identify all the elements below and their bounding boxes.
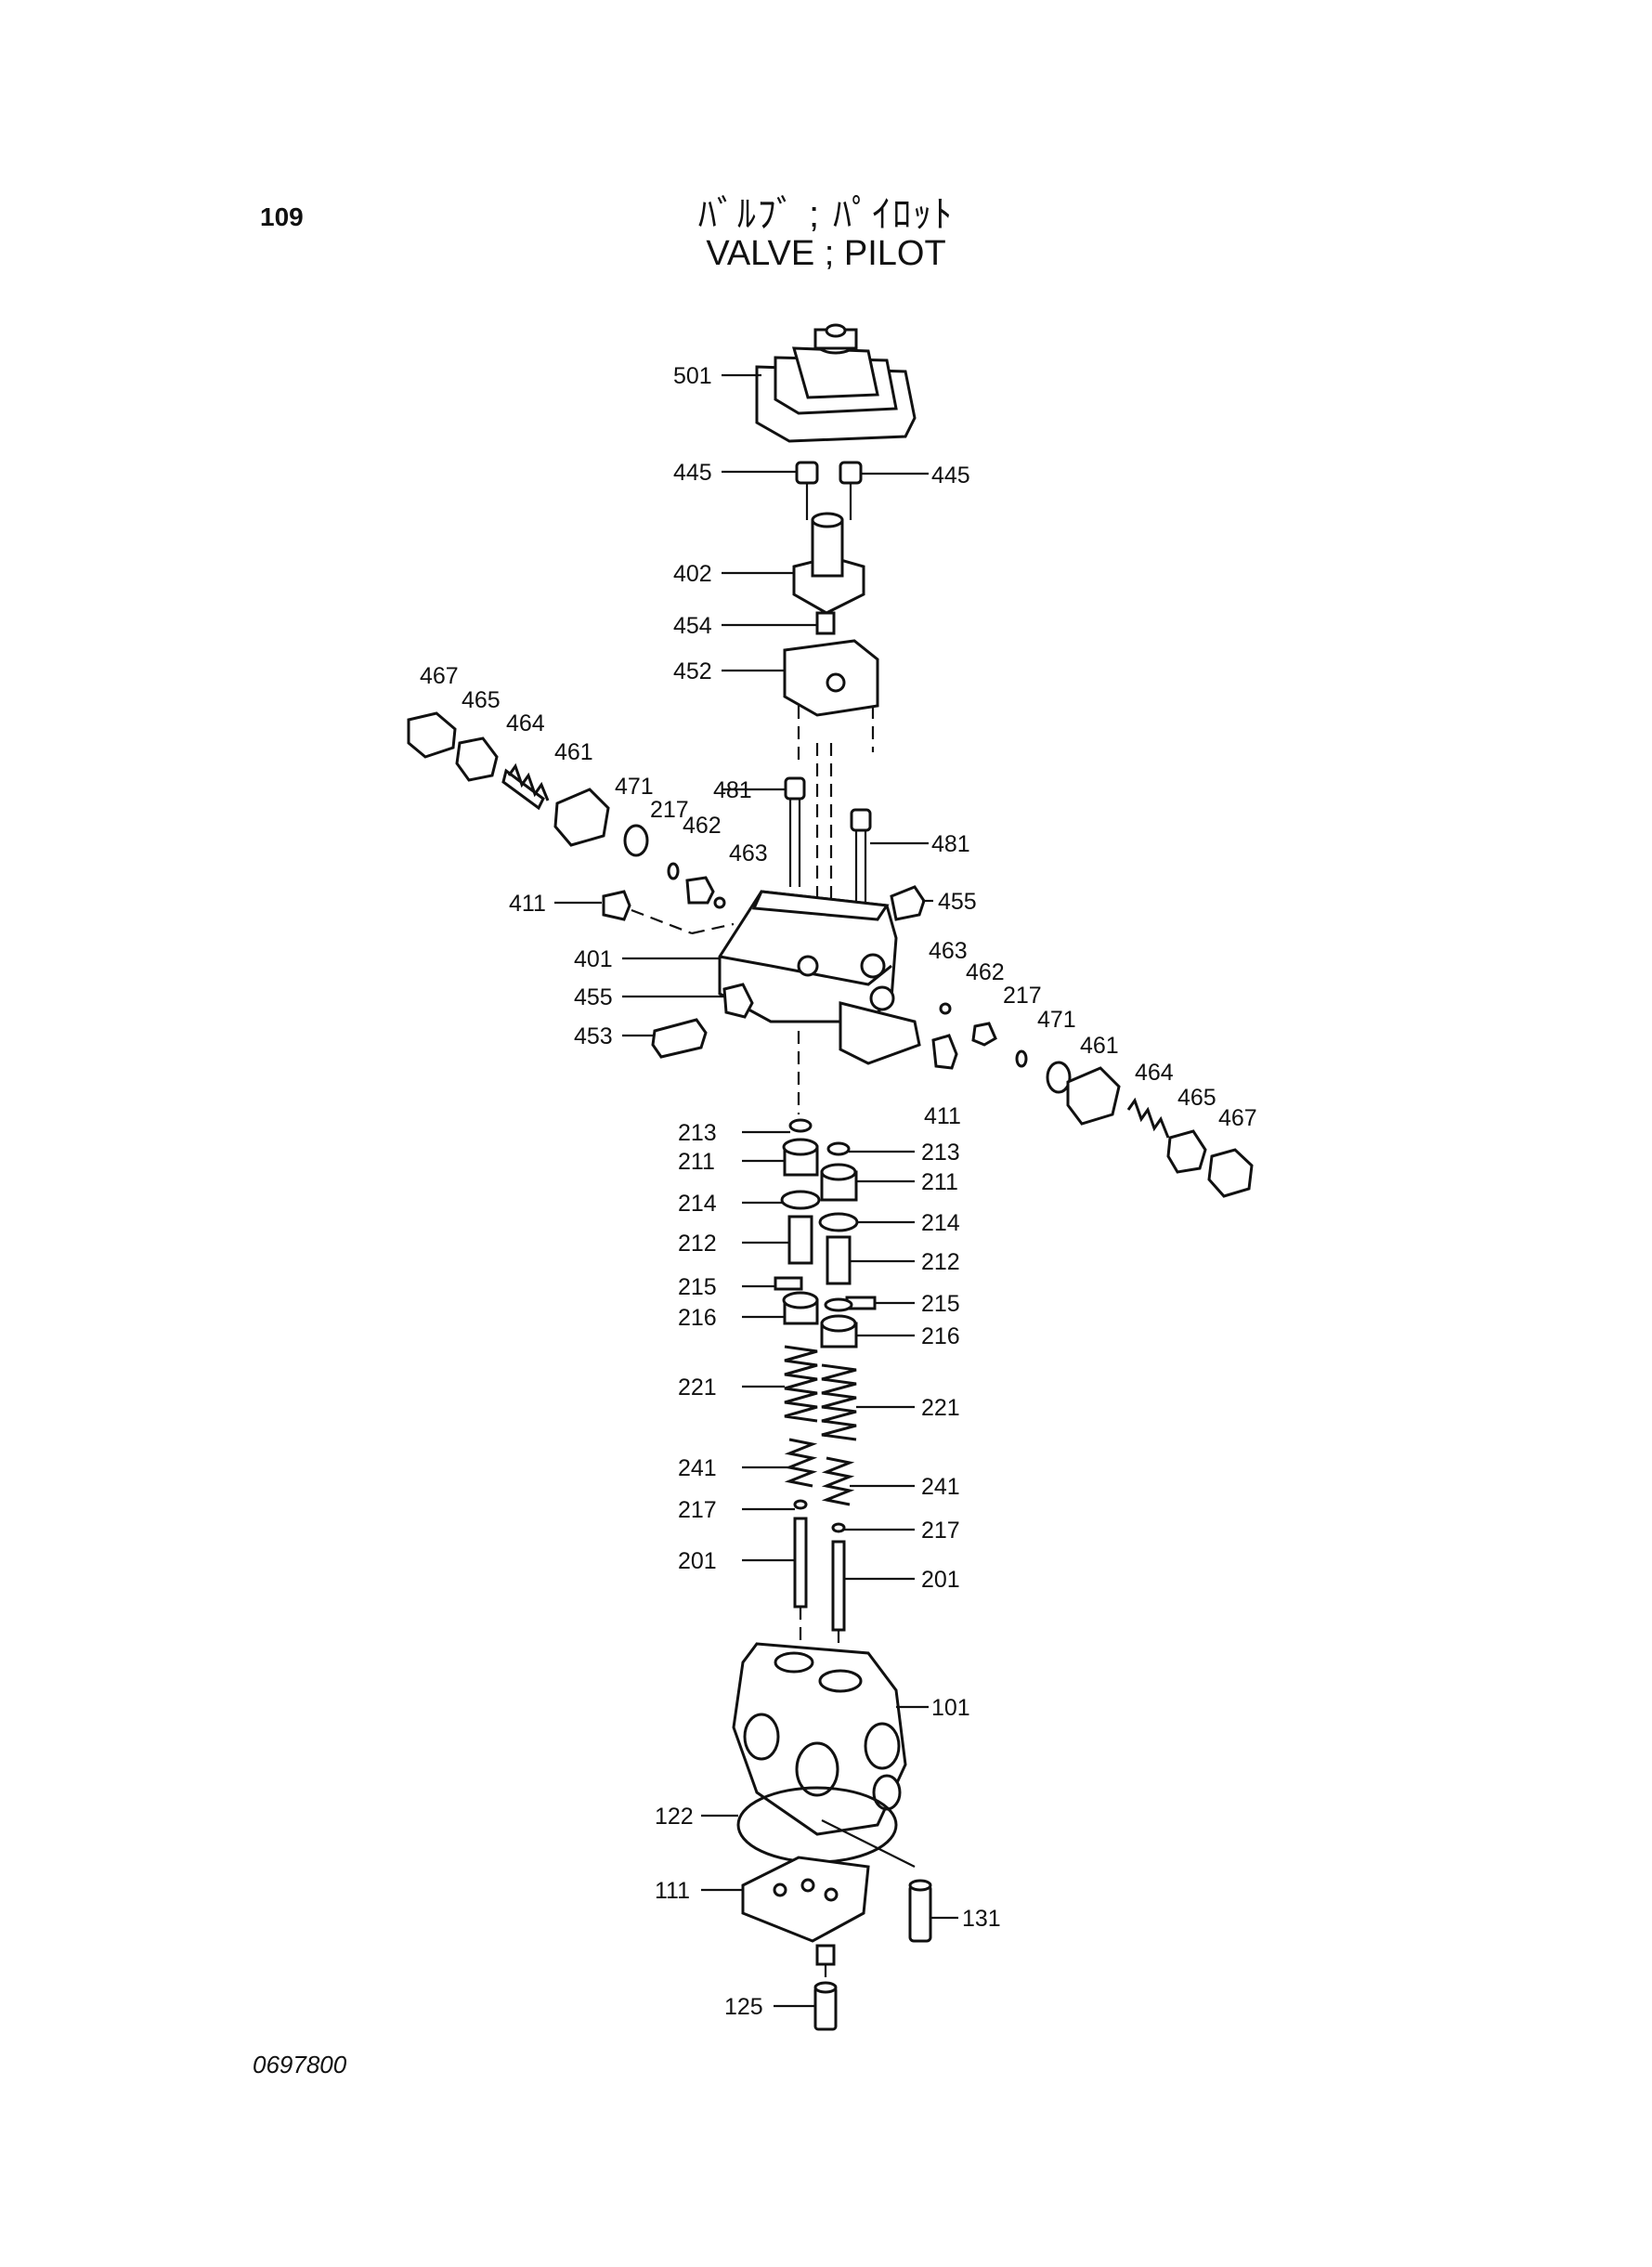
document-code: 0697800	[253, 2051, 347, 2078]
callout-465-left: 465	[462, 687, 501, 713]
callout-462-left: 462	[683, 813, 722, 839]
callout-215-left: 215	[678, 1274, 717, 1300]
part-screws-445	[795, 461, 863, 520]
leader-lines	[554, 373, 958, 2008]
part-body-101	[732, 1642, 907, 1836]
callout-463-right: 463	[929, 938, 968, 964]
part-dust-boot	[755, 323, 917, 443]
callout-217-left: 217	[650, 797, 689, 823]
part-plate-402	[792, 512, 865, 615]
callout-221-left: 221	[678, 1375, 717, 1401]
callout-453: 453	[574, 1023, 613, 1049]
callout-216-left: 216	[678, 1305, 717, 1331]
callout-455-left: 455	[574, 984, 613, 1010]
callout-445-right: 445	[931, 463, 970, 489]
callout-201-right: 201	[921, 1567, 960, 1593]
callout-217-right: 217	[1003, 983, 1042, 1009]
callout-214-left: 214	[678, 1191, 717, 1217]
callout-481-left: 481	[713, 777, 752, 803]
callout-212-right: 212	[921, 1249, 960, 1275]
callout-214-right: 214	[921, 1210, 960, 1236]
callout-221-right: 221	[921, 1395, 960, 1421]
callout-411-right: 411	[924, 1103, 961, 1129]
callout-213-left: 213	[678, 1120, 717, 1146]
callout-122: 122	[655, 1804, 694, 1830]
callout-411-left: 411	[509, 891, 546, 917]
callout-217-left-lower: 217	[678, 1497, 717, 1523]
callout-211-left: 211	[678, 1149, 715, 1175]
part-joint-452	[783, 639, 879, 762]
callout-111: 111	[655, 1878, 690, 1904]
callout-241-left: 241	[678, 1455, 717, 1481]
part-left-port-fittings	[407, 711, 726, 909]
callout-216-right: 216	[921, 1323, 960, 1349]
callout-241-right: 241	[921, 1474, 960, 1500]
callout-455-right: 455	[938, 889, 977, 915]
callout-461-left: 461	[554, 739, 593, 765]
callout-101: 101	[931, 1695, 970, 1721]
callout-217-right-lower: 217	[921, 1518, 960, 1544]
callout-471-left: 471	[615, 774, 654, 800]
callout-454: 454	[673, 613, 712, 639]
callout-461-right: 461	[1080, 1033, 1119, 1059]
callout-131: 131	[962, 1906, 1001, 1932]
part-right-port-fittings	[939, 1002, 1254, 1198]
callout-402: 402	[673, 561, 712, 587]
part-right-spool-stack	[818, 1141, 877, 1662]
part-bottom-assembly	[736, 1786, 932, 2031]
part-set-screw-454	[815, 611, 836, 635]
callout-501: 501	[673, 363, 712, 389]
callout-465-right: 465	[1177, 1085, 1216, 1111]
callout-481-right: 481	[931, 831, 970, 857]
callout-467-left: 467	[420, 663, 459, 689]
callout-labels: 501 445 445 402 454 452 467 465 464 461 …	[420, 363, 1257, 2020]
callout-467-right: 467	[1218, 1105, 1257, 1131]
page-number: 109	[260, 202, 304, 231]
part-left-spool-stack	[774, 1118, 821, 1662]
callout-463-left: 463	[729, 840, 768, 866]
title-english: VALVE ; PILOT	[706, 234, 946, 273]
callout-471-right: 471	[1037, 1007, 1076, 1033]
callout-462-right: 462	[966, 959, 1005, 985]
callout-125: 125	[724, 1994, 763, 2020]
callout-401: 401	[574, 946, 613, 972]
callout-213-right: 213	[921, 1140, 960, 1166]
callout-452: 452	[673, 658, 712, 684]
callout-445-left: 445	[673, 460, 712, 486]
callout-211-right: 211	[921, 1169, 958, 1195]
title-japanese: ﾊﾞﾙﾌﾞ ; ﾊﾟｲﾛｯﾄ	[697, 194, 955, 235]
callout-215-right: 215	[921, 1291, 960, 1317]
part-plugs-and-pins	[602, 885, 958, 1070]
part-casing-401	[718, 890, 921, 1065]
callout-464-left: 464	[506, 710, 545, 736]
callout-212-left: 212	[678, 1231, 717, 1257]
callout-464-right: 464	[1135, 1060, 1174, 1086]
callout-201-left: 201	[678, 1548, 717, 1574]
